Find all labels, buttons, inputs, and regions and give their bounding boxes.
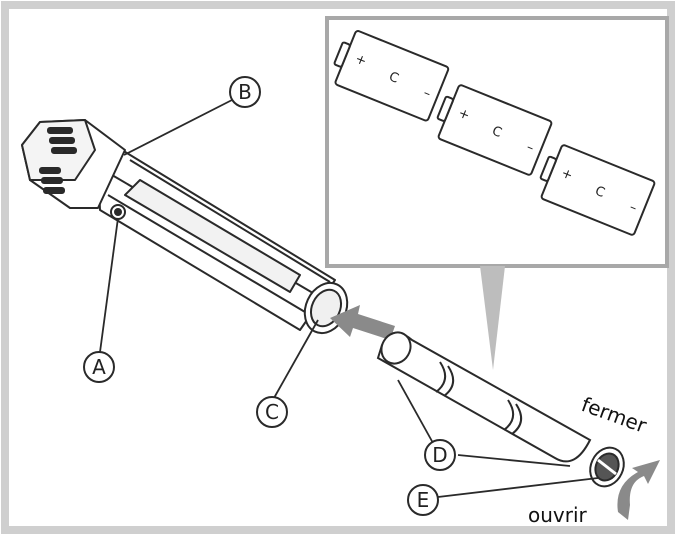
leader-e xyxy=(437,477,599,498)
callout-d-label: D xyxy=(432,443,447,467)
callout-c-label: C xyxy=(265,400,279,424)
battery-inset: + C – + C – + C – xyxy=(325,16,669,370)
rotate-arrow xyxy=(617,460,660,520)
callout-e-label: E xyxy=(417,488,430,512)
callout-e: E xyxy=(407,484,439,516)
head-vent xyxy=(39,167,61,174)
leader-c xyxy=(273,319,319,399)
battery-3-plus: + xyxy=(559,166,575,184)
head-vent xyxy=(47,127,73,134)
battery-2-plus: + xyxy=(456,106,472,124)
inset-battery-1: + C – xyxy=(333,30,450,122)
body-facet-line xyxy=(129,159,331,283)
end-cap-slot xyxy=(597,458,617,476)
switch-button-center xyxy=(114,208,122,216)
leader-d-2 xyxy=(457,454,571,467)
battery-divider xyxy=(435,361,447,393)
callouts xyxy=(99,99,599,498)
inset-connector xyxy=(480,266,505,370)
head-vent xyxy=(51,147,77,154)
leader-a xyxy=(99,217,119,353)
head-vent xyxy=(43,187,65,194)
flashlight xyxy=(21,119,349,335)
battery-stack xyxy=(376,331,592,463)
leader-b xyxy=(123,99,233,156)
callout-a-label: A xyxy=(92,355,106,379)
callout-b-label: B xyxy=(238,80,252,104)
battery-top-end xyxy=(380,331,412,365)
callout-d: D xyxy=(424,439,456,471)
battery-3-minus: – xyxy=(627,200,639,216)
head-vent xyxy=(49,137,75,144)
body-recess xyxy=(124,179,301,293)
battery-2-minus: – xyxy=(524,140,536,156)
leader-d-1 xyxy=(397,379,439,453)
battery-divider xyxy=(443,365,455,397)
battery-divider xyxy=(511,403,523,435)
battery-divider xyxy=(503,399,515,431)
battery-1-minus: – xyxy=(421,86,433,102)
callout-b: B xyxy=(229,76,261,108)
insert-arrow xyxy=(330,305,395,340)
open-label: ouvrir xyxy=(528,503,588,527)
callout-a: A xyxy=(83,351,115,383)
inset-battery-3: + C – xyxy=(539,144,656,236)
inset-battery-2: + C – xyxy=(436,84,553,176)
close-label: fermer xyxy=(578,392,650,438)
head-vent xyxy=(41,177,63,184)
body-facet-line xyxy=(107,194,306,313)
battery-1-plus: + xyxy=(353,51,369,69)
callout-c: C xyxy=(256,396,288,428)
end-cap xyxy=(589,446,625,488)
